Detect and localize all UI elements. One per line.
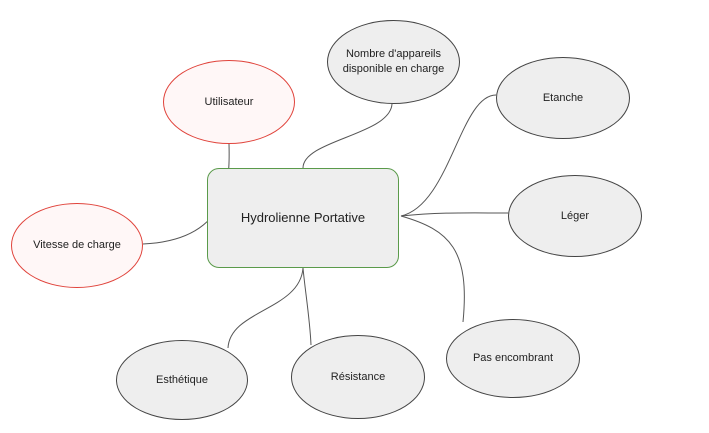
node-utilisateur[interactable]: Utilisateur bbox=[163, 60, 295, 144]
node-appareils-label: Nombre d'appareils disponible en charge bbox=[342, 48, 445, 75]
connector-esthetique bbox=[227, 267, 304, 349]
central-node-label: Hydrolienne Portative bbox=[240, 210, 366, 226]
node-esthetique[interactable]: Esthétique bbox=[116, 340, 248, 420]
node-esthetique-label: Esthétique bbox=[156, 373, 208, 386]
central-node[interactable]: Hydrolienne Portative bbox=[207, 168, 399, 268]
connector-appareils bbox=[302, 103, 393, 169]
node-appareils[interactable]: Nombre d'appareils disponible en charge bbox=[327, 20, 460, 104]
connector-leger bbox=[400, 212, 509, 217]
node-vitesse[interactable]: Vitesse de charge bbox=[11, 203, 143, 288]
node-leger[interactable]: Léger bbox=[508, 175, 642, 257]
node-resistance-label: Résistance bbox=[330, 370, 386, 383]
node-encombrant[interactable]: Pas encombrant bbox=[446, 319, 580, 398]
node-etanche[interactable]: Etanche bbox=[496, 57, 630, 139]
connector-etanche bbox=[400, 94, 497, 217]
node-etanche-label: Etanche bbox=[542, 91, 584, 104]
node-vitesse-label: Vitesse de charge bbox=[33, 239, 121, 252]
connector-encombrant bbox=[400, 215, 465, 323]
connector-resistance bbox=[302, 267, 312, 346]
node-resistance[interactable]: Résistance bbox=[291, 335, 425, 419]
node-encombrant-label: Pas encombrant bbox=[472, 352, 554, 365]
node-utilisateur-label: Utilisateur bbox=[204, 95, 254, 108]
node-leger-label: Léger bbox=[560, 209, 590, 222]
